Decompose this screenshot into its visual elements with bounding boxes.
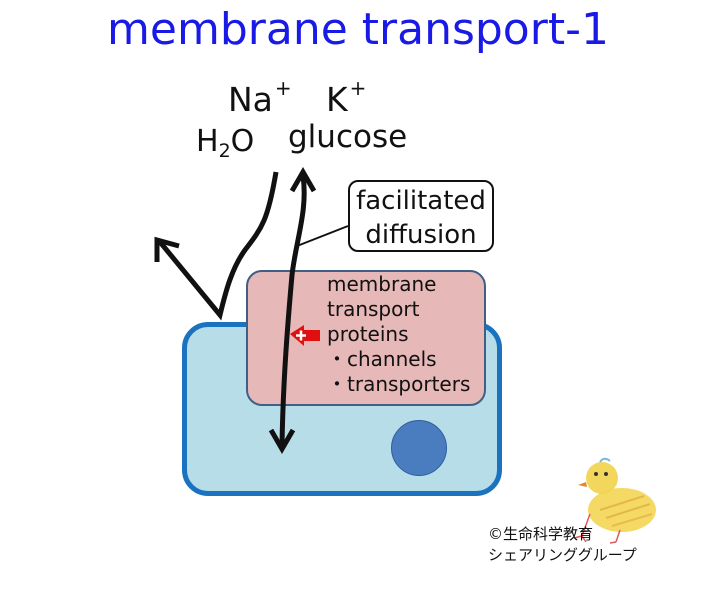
callout-line-1: facilitated xyxy=(356,186,486,216)
plus-marker xyxy=(290,325,320,346)
chick-mascot-icon xyxy=(573,457,656,544)
credit-line-2: シェアリンググループ xyxy=(488,546,637,564)
glucose-label: glucose xyxy=(288,119,408,155)
potassium-ion-label: K+ xyxy=(326,76,366,119)
copyright-credit: ©生命科学教育 シェアリンググループ xyxy=(488,524,637,566)
water-h: H xyxy=(196,124,219,159)
credit-line-1: ©生命科学教育 xyxy=(488,525,594,543)
efflux-arrowhead xyxy=(154,236,180,262)
sodium-symbol: Na xyxy=(228,80,273,119)
protein-label-line-3: proteins xyxy=(327,322,409,346)
sodium-charge: + xyxy=(274,76,292,100)
glucose-arrowhead-down xyxy=(268,428,296,454)
water-subscript: 2 xyxy=(218,140,231,162)
potassium-charge: + xyxy=(349,76,367,100)
page-title: membrane transport-1 xyxy=(107,4,609,55)
efflux-arrow xyxy=(158,171,279,321)
sodium-ion-label: Na+ xyxy=(228,76,292,119)
callout-line-2: diffusion xyxy=(365,220,477,250)
glucose-transport-arrow xyxy=(279,175,307,447)
cell-nucleus xyxy=(391,420,447,476)
protein-item-transporters: ・transporters xyxy=(327,372,471,396)
water-label: H2O xyxy=(196,124,254,162)
transport-protein-label: membrane transport proteins ・channels ・t… xyxy=(327,272,470,397)
potassium-symbol: K xyxy=(326,80,348,119)
protein-label-line-1: membrane xyxy=(327,272,437,296)
glucose-arrowhead-up xyxy=(289,167,317,193)
water-o: O xyxy=(230,124,255,159)
protein-label-line-2: transport xyxy=(327,297,420,321)
protein-item-channels: ・channels xyxy=(327,347,437,371)
callout-pointer-line xyxy=(296,225,349,247)
facilitated-diffusion-callout: facilitated diffusion xyxy=(348,180,494,252)
